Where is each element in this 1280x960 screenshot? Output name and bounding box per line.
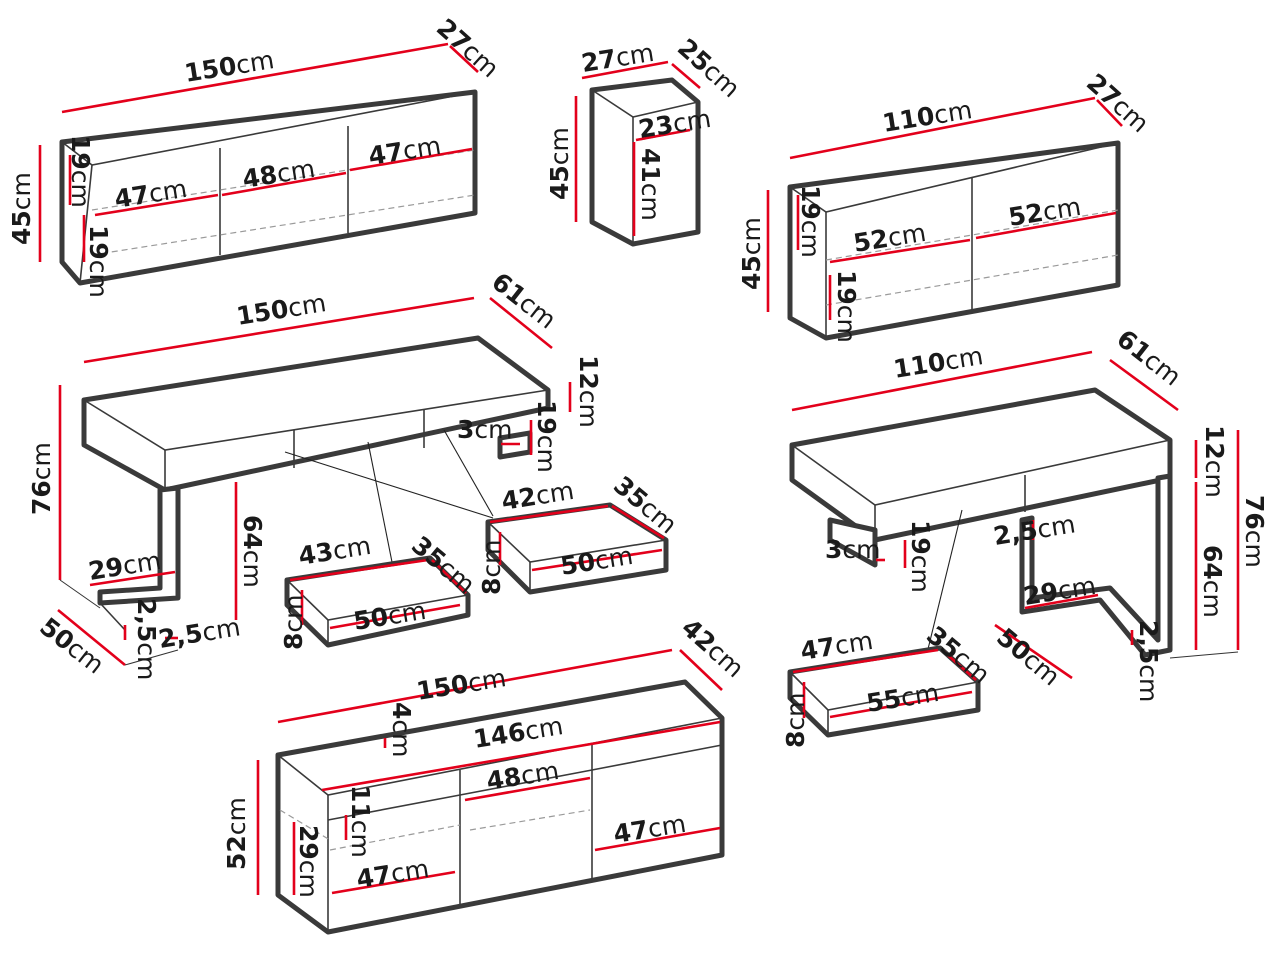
label-dm-leg-inner: 64cm	[1198, 545, 1227, 618]
label-dlb-width: 42cm	[499, 476, 576, 516]
wall-cabinet-medium-body	[787, 140, 1121, 341]
label-dl-height: 76cm	[27, 442, 56, 515]
wall-cabinet-small-body	[589, 77, 701, 247]
wall-cabinet-large	[38, 42, 479, 286]
label-sb-left-lower: 29cm	[294, 825, 323, 898]
label-wcs-height: 45cm	[545, 127, 574, 200]
wall-cabinet-medium	[766, 96, 1123, 341]
label-wcl-width: 150cm	[182, 45, 276, 88]
label-sb-right-comp: 47cm	[611, 809, 688, 849]
desk-large-leg	[97, 485, 181, 606]
label-dlb-inner: 50cm	[558, 541, 635, 581]
label-dl-thick-b: 2,5cm	[156, 612, 242, 654]
label-dm-width: 110cm	[891, 341, 985, 384]
label-sb-depth: 42cm	[676, 613, 750, 683]
label-dm-thick-bottom: 2,5cm	[1134, 620, 1163, 702]
label-dla-width: 43cm	[296, 531, 373, 571]
desk-large-top	[81, 335, 551, 493]
label-sb-middle: 48cm	[484, 756, 561, 796]
label-dl-drawer-front: 19cm	[532, 400, 561, 473]
sideboard	[256, 648, 725, 935]
label-sb-height: 52cm	[222, 797, 251, 870]
label-dm-drawer-gap: 3cm	[825, 535, 881, 564]
label-dm-height: 76cm	[1240, 495, 1269, 568]
label-dlb-height: 8cm	[477, 539, 506, 595]
label-sb-top: 4cm	[387, 702, 416, 758]
desk-large	[57, 296, 572, 667]
label-dm-depth: 61cm	[1111, 324, 1186, 392]
drawer-medium	[787, 645, 981, 738]
label-wcl-comp-left: 47cm	[112, 174, 189, 214]
label-wcs-inner-height: 41cm	[636, 148, 665, 221]
label-sb-width: 150cm	[414, 663, 508, 706]
wall-cabinet-small	[574, 60, 701, 247]
label-dmd-inner: 55cm	[864, 678, 941, 718]
label-wcs-inner-width: 23cm	[636, 104, 713, 144]
label-dm-foot: 29cm	[1021, 571, 1098, 611]
label-wcl-comp-right: 47cm	[366, 131, 443, 171]
drawer-large-a	[284, 555, 471, 648]
label-dl-width: 150cm	[234, 288, 328, 331]
label-wcl-shelf-top: 19cm	[66, 135, 95, 208]
label-dl-leg-inner: 64cm	[238, 515, 267, 588]
label-dla-height: 8cm	[279, 594, 308, 650]
label-dm-drawer-front: 19cm	[906, 520, 935, 593]
label-wcm-shelf-top: 19cm	[796, 185, 825, 258]
label-wcm-shelf-bottom: 19cm	[832, 270, 861, 343]
label-sb-left-shelf: 11cm	[346, 785, 375, 858]
label-dla-inner: 50cm	[351, 596, 428, 636]
desk-medium-leg	[1019, 473, 1173, 658]
label-dl-thick-a: 2,5cm	[132, 598, 161, 680]
label-dl-foot: 29cm	[86, 546, 163, 586]
drawer-large-b	[485, 502, 669, 595]
label-sb-left-comp: 47cm	[354, 854, 431, 894]
label-dmd-width: 47cm	[798, 626, 875, 666]
label-wcm-height: 45cm	[737, 217, 766, 290]
desk-medium-top	[789, 387, 1173, 543]
label-wcm-depth: 27cm	[1081, 68, 1155, 138]
drawer-medium-body	[787, 645, 981, 738]
sideboard-body	[275, 679, 725, 935]
label-dl-top: 12cm	[574, 355, 603, 428]
label-dmd-height: 8cm	[781, 692, 810, 748]
label-dl-drawer-gap: 3cm	[457, 415, 513, 444]
desk-medium	[789, 350, 1240, 691]
label-wcl-depth: 27cm	[431, 13, 505, 83]
label-wcm-comp-right: 52cm	[1006, 192, 1083, 232]
label-wcl-height: 45cm	[7, 172, 36, 245]
label-dm-top: 12cm	[1200, 425, 1229, 498]
dim-line-width	[61, 42, 449, 114]
label-wcl-shelf-bottom: 19cm	[84, 225, 113, 298]
label-wcm-comp-left: 52cm	[851, 218, 928, 258]
drawer-large-a-body	[284, 555, 471, 648]
label-dm-thick-top: 2,5cm	[991, 509, 1077, 551]
label-wcl-comp-mid: 48cm	[240, 154, 317, 194]
label-wcs-width: 27cm	[579, 38, 656, 78]
desk-medium-drawer-box	[827, 517, 878, 568]
label-dm-leg-depth: 50cm	[991, 622, 1065, 691]
